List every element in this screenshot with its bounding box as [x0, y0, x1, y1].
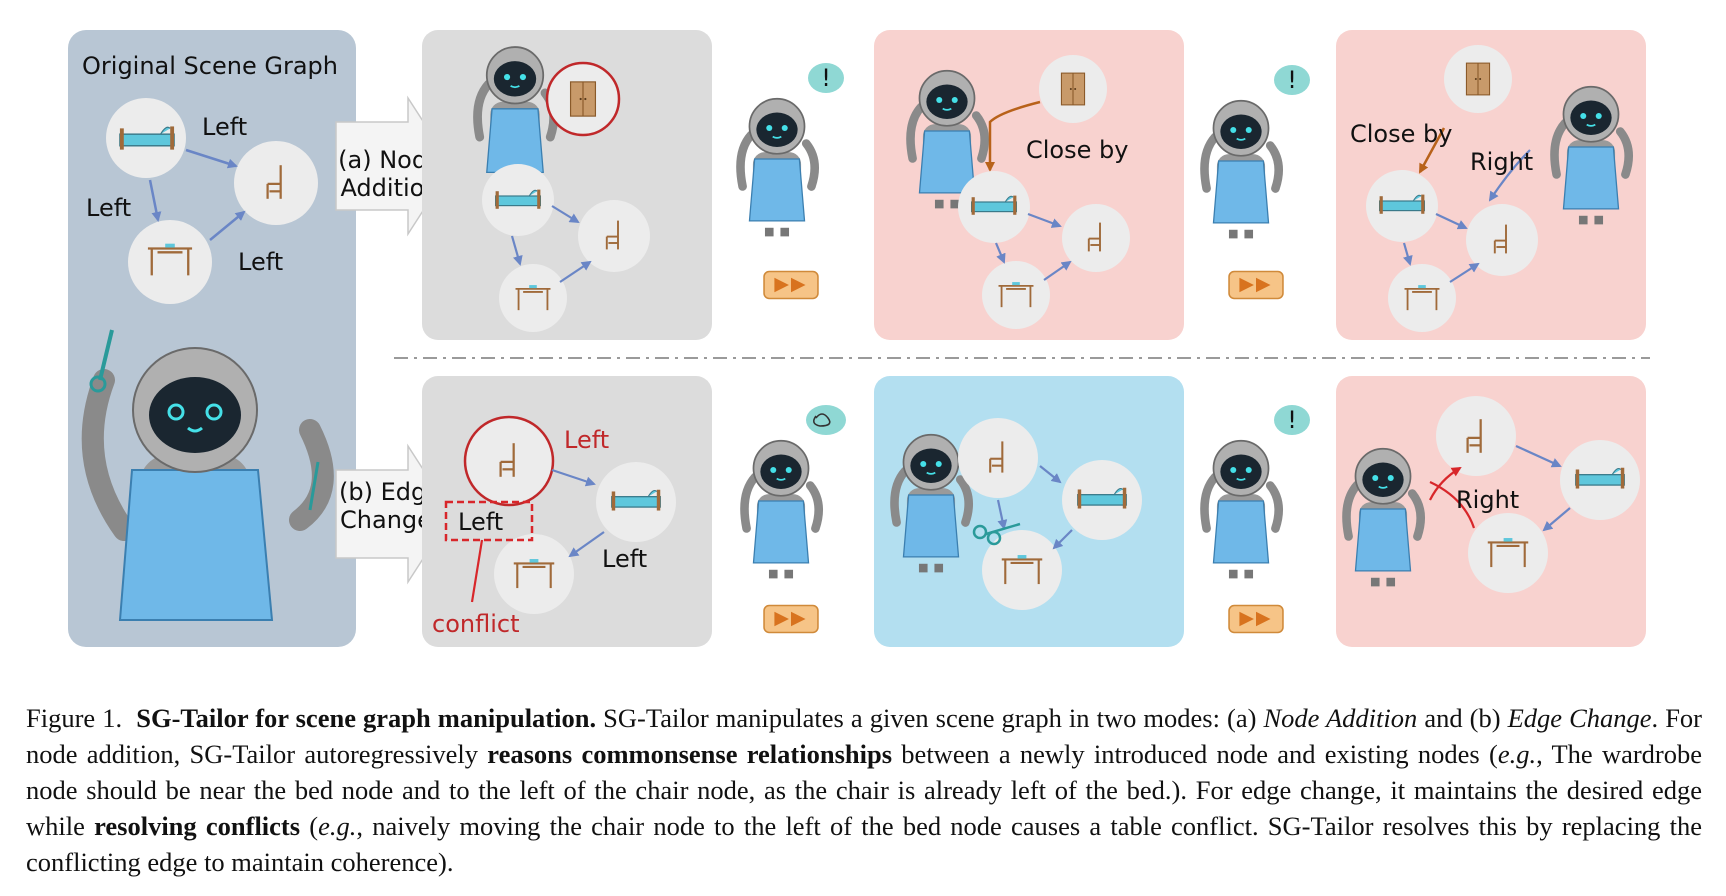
fast-forward-icon [1228, 270, 1284, 300]
edge-label-left-new: Left [564, 426, 609, 454]
caption-text: ( [300, 811, 319, 841]
edge-label-close-by: Close by [1026, 136, 1128, 164]
caption-italic: Edge Change [1507, 703, 1652, 733]
node-table [128, 220, 212, 304]
edge-label-left: Left [86, 194, 131, 222]
caption-title: SG-Tailor for scene graph manipulation. [136, 703, 597, 733]
caption-bold: reasons commonsense relationships [487, 739, 893, 769]
caption-text: SG-Tailor manipulates a given scene grap… [596, 703, 1264, 733]
figure-canvas: Original Scene Graph Left Left Left (a) … [68, 30, 1650, 647]
tailor-robot-illustration [81, 329, 334, 621]
scissors-icon [972, 522, 1021, 546]
fast-forward-icon [1228, 604, 1284, 634]
figure-1: Original Scene Graph Left Left Left (a) … [68, 30, 1650, 647]
exclaim-bubble: ! [1287, 66, 1297, 94]
scribble-icon [812, 413, 831, 427]
fast-forward-icon [763, 270, 819, 300]
conflict-label: conflict [432, 610, 519, 638]
caption-text: and (b) [1417, 703, 1508, 733]
edge-label-left-conflict: Left [458, 508, 503, 536]
conflict-box [444, 500, 534, 542]
fast-forward-icon [763, 604, 819, 634]
edge-label-left: Left [602, 545, 647, 573]
caption-text: between a newly introduced node and exis… [892, 739, 1498, 769]
caption-bold: resolving conflicts [94, 811, 301, 841]
edge-change-panel-3 [1336, 376, 1646, 647]
caption-text: . For node addition, SG-Tailor autoregre… [26, 703, 1703, 769]
edge-label-close-by: Close by [1350, 120, 1452, 148]
edge-label-left: Left [202, 113, 247, 141]
thinking-robot [740, 99, 814, 237]
edge-change-label-2: Change [340, 506, 432, 534]
caption-text: , The wardrobe node should be near the b… [26, 739, 1703, 841]
caption-text: , naively moving the chair node to the l… [26, 811, 1703, 877]
caption-italic: e.g. [1497, 739, 1537, 769]
figure-caption: Figure 1. SG-Tailor for scene graph mani… [26, 700, 1702, 880]
original-title: Original Scene Graph [82, 52, 338, 80]
caption-italic: Node Addition [1263, 703, 1418, 733]
edge-label-right: Right [1456, 486, 1519, 514]
caption-label: Figure 1. [26, 703, 123, 733]
exclaim-bubble: ! [1287, 406, 1297, 434]
exclaim-bubble: ! [821, 64, 831, 92]
edge-label-right: Right [1470, 148, 1533, 176]
caption-italic: e.g. [318, 811, 357, 841]
edge-label-left: Left [238, 248, 283, 276]
